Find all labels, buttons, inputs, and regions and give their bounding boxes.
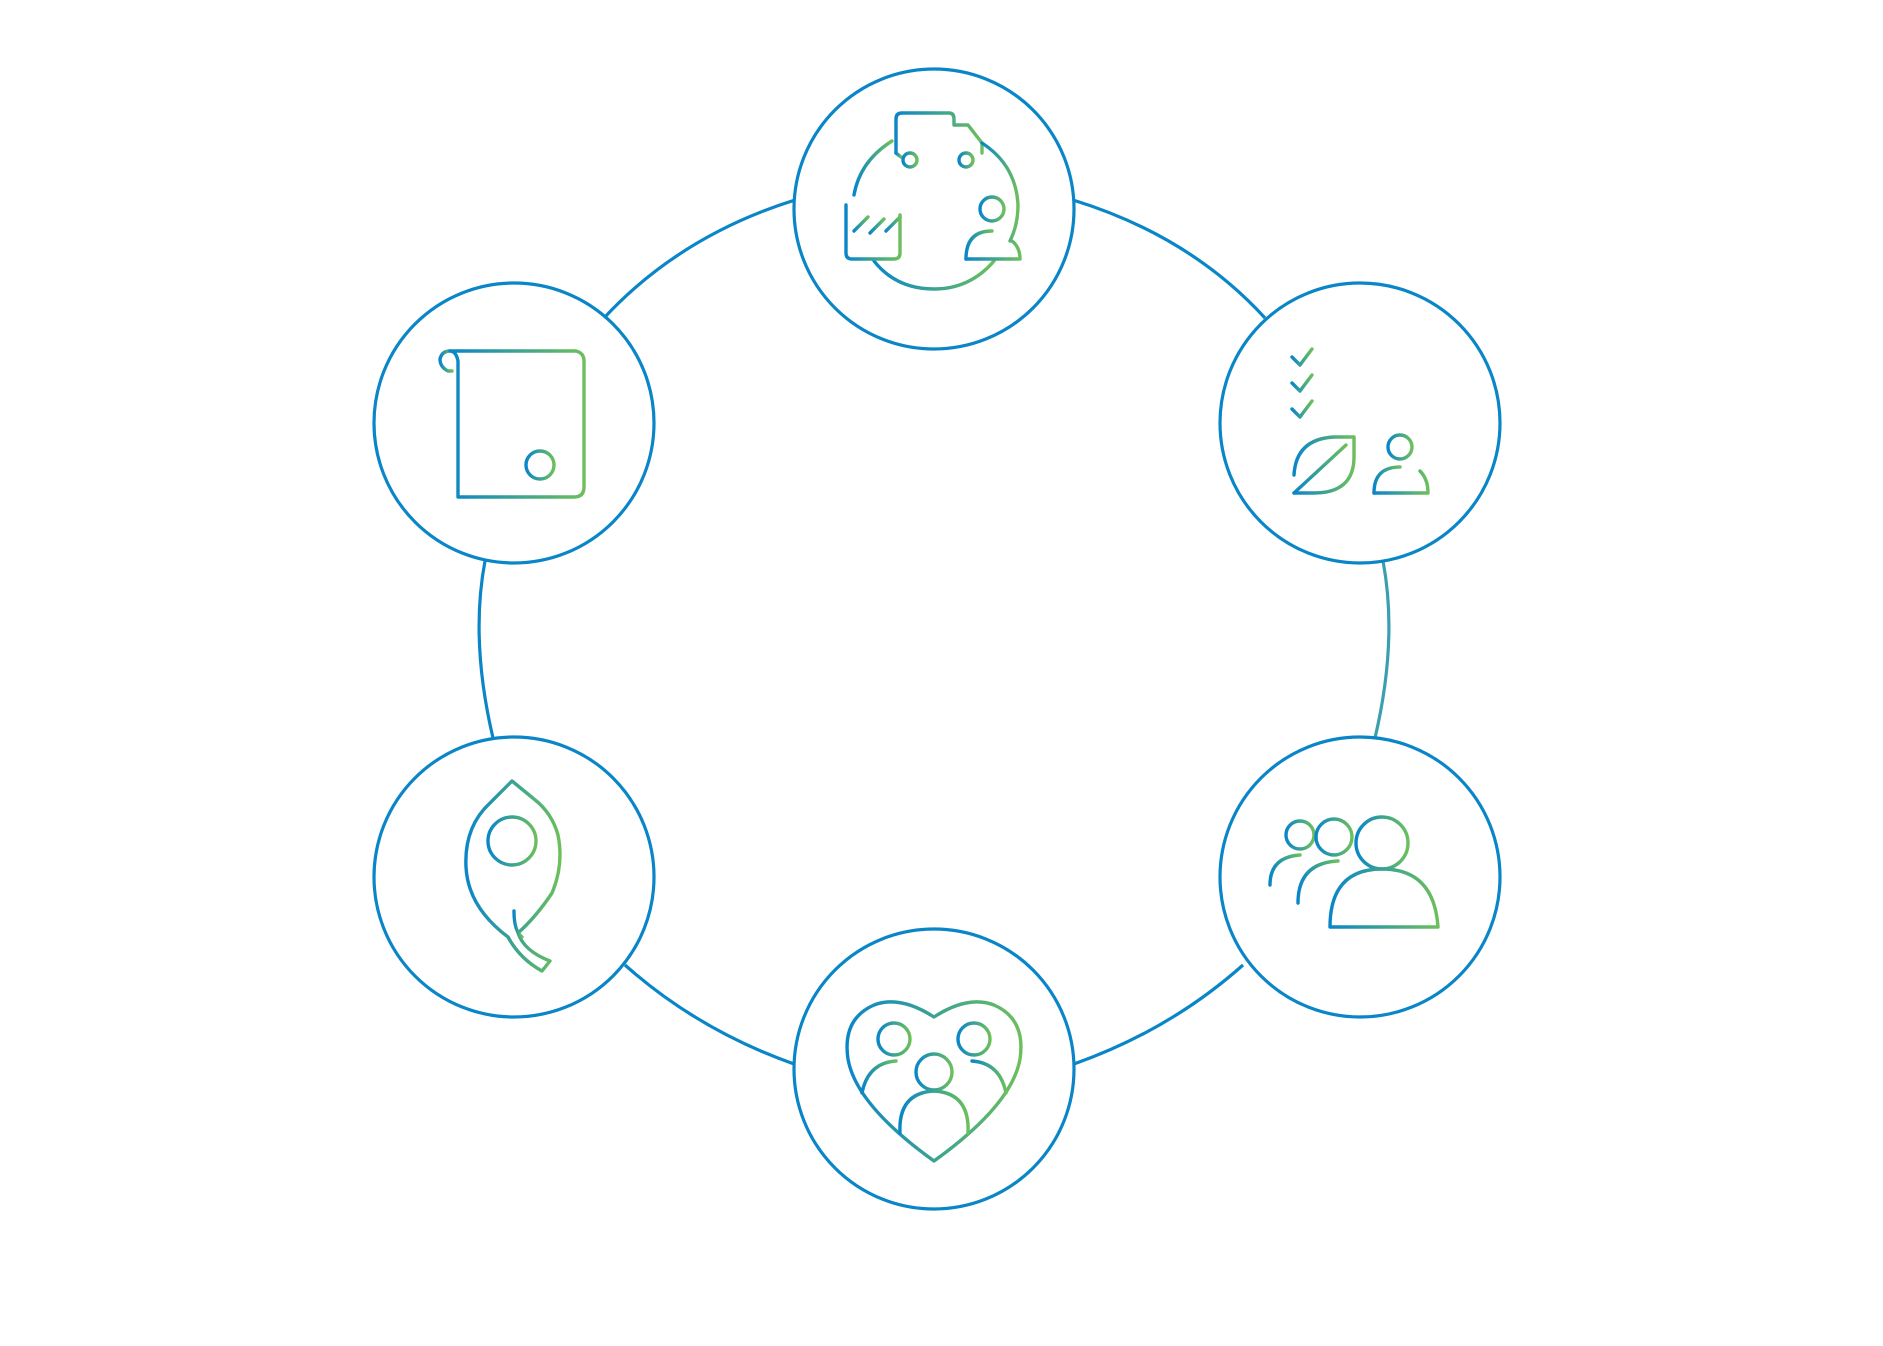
node-top [792, 67, 1076, 351]
connector-bottom-to-lower-left [623, 963, 795, 1066]
node-upper-right [1218, 281, 1502, 565]
node-lower-right [1218, 735, 1502, 1019]
heart-community-icon [845, 1000, 1023, 1163]
connector-ring [477, 198, 1391, 1066]
node-circle [1218, 735, 1502, 1019]
node-circle [792, 927, 1076, 1211]
node-circle [792, 67, 1076, 351]
leaf-idea-icon [464, 779, 562, 973]
connector-top-to-upper-right [1072, 198, 1267, 320]
node-upper-left [372, 281, 656, 565]
node-lower-left [372, 735, 656, 1019]
group-of-people-icon [1268, 815, 1440, 929]
connector-lower-left-to-upper-left [477, 560, 495, 739]
node-bottom [792, 927, 1076, 1211]
connector-upper-left-to-top [602, 198, 796, 320]
document-scroll-icon [438, 349, 586, 499]
node-circle [372, 281, 656, 565]
checklist-leaf-person-icon [1290, 347, 1430, 495]
logistics-cycle-icon [842, 111, 1022, 291]
node-circle [372, 735, 656, 1019]
connector-lower-right-to-bottom [1073, 963, 1245, 1066]
node-circle [1218, 281, 1502, 565]
connector-upper-right-to-lower-right [1373, 560, 1391, 739]
